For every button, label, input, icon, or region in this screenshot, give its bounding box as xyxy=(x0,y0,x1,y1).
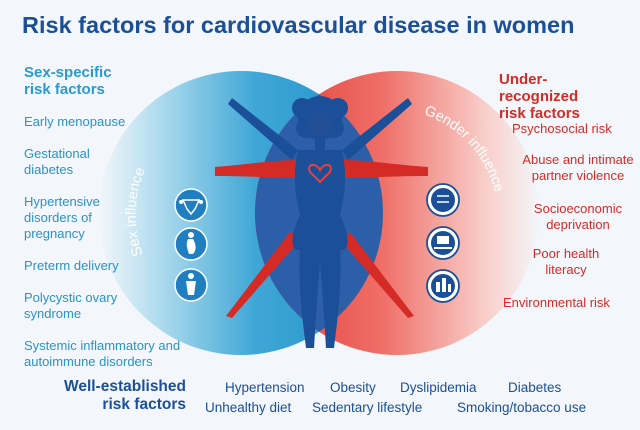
list-item: Environmental risk xyxy=(503,295,610,310)
list-item: Unhealthy diet xyxy=(205,400,292,415)
list-item: Gestational diabetes xyxy=(24,146,90,177)
heading-line: Well-established xyxy=(63,378,186,395)
blue-figure xyxy=(228,96,412,348)
sex-specific-heading: Sex-specific risk factors xyxy=(24,64,112,98)
list-item: Obesity xyxy=(330,380,376,395)
list-item: Preterm delivery xyxy=(24,258,119,273)
list-item: Early menopause xyxy=(24,114,126,129)
heart-icon xyxy=(308,164,332,184)
list-item: Diabetes xyxy=(508,380,562,395)
heading-line: Sex-specific xyxy=(24,64,112,81)
heading-line: risk factors xyxy=(102,396,186,413)
factory-pollution-icon xyxy=(426,269,460,303)
list-item: Psychosocial risk xyxy=(512,121,612,136)
list-item: Polycystic ovary syndrome xyxy=(24,290,118,321)
uterus-icon xyxy=(174,188,208,222)
pregnant-woman-icon xyxy=(174,227,208,261)
under-recognized-heading: Under-recognized risk factors xyxy=(499,71,617,122)
heading-line: Under-recognized xyxy=(499,71,579,105)
ovary-woman-icon xyxy=(174,268,208,302)
list-item: Socioeconomic deprivation xyxy=(533,201,623,232)
list-item: Abuse and intimate partner violence xyxy=(522,152,634,183)
list-item: Smoking/tobacco use xyxy=(457,400,587,415)
page-title: Risk factors for cardiovascular disease … xyxy=(22,12,575,38)
red-figure xyxy=(215,160,428,318)
well-established-heading: Well-established risk factors xyxy=(44,378,186,414)
list-item: Dyslipidemia xyxy=(400,380,477,395)
list-item: Systemic inflammatory and autoimmune dis… xyxy=(24,338,181,369)
list-item: Hypertensive disorders of pregnancy xyxy=(24,194,100,241)
money-in-hand-icon xyxy=(426,226,460,260)
list-item: Poor health literacy xyxy=(532,246,600,277)
list-item: Sedentary lifestyle xyxy=(312,400,423,415)
heading-line: risk factors xyxy=(24,81,105,98)
list-item: Hypertension xyxy=(225,380,305,395)
heading-line: risk factors xyxy=(499,105,580,122)
stressed-head-icon xyxy=(426,183,460,217)
